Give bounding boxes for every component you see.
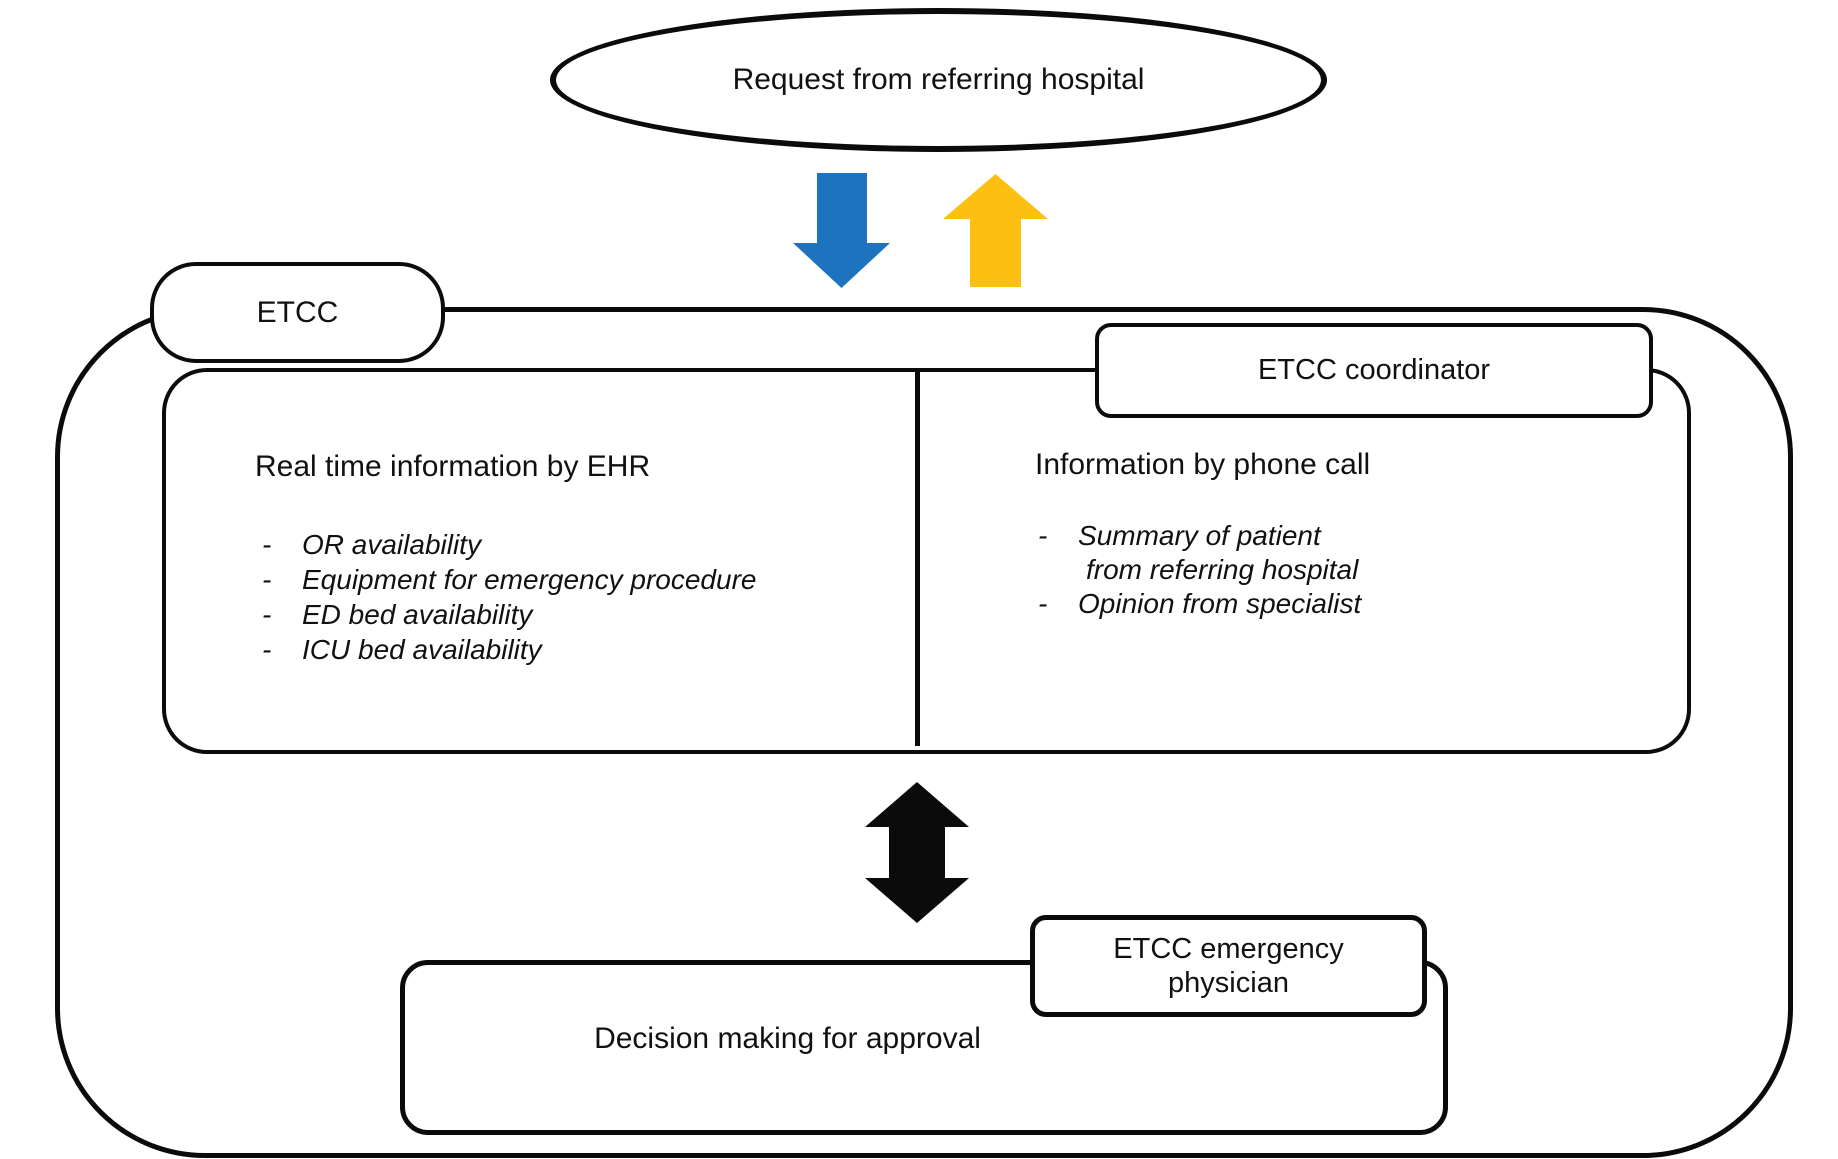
- list-item: - ED bed availability: [262, 597, 756, 632]
- bullet-marker: -: [1038, 520, 1048, 551]
- up-arrow-shape: [943, 174, 1048, 287]
- request-label: Request from referring hospital: [732, 63, 1145, 96]
- phone-column-heading: Information by phone call: [1035, 448, 1371, 481]
- list-item: - Summary of patient from referring hosp…: [1038, 519, 1361, 587]
- list-item-text: Opinion from specialist: [1078, 588, 1362, 619]
- physician-label-line2: physician: [1168, 967, 1289, 999]
- ehr-bullet-list: - OR availability - Equipment for emerge…: [262, 527, 756, 667]
- bidirectional-arrow-icon: [865, 782, 969, 923]
- list-item-text: Summary of patient from referring hospit…: [1078, 519, 1358, 587]
- list-item-text: ED bed availability: [302, 599, 533, 630]
- physician-label-line1: ETCC emergency: [1113, 933, 1344, 965]
- etcc-badge: ETCC: [150, 262, 445, 363]
- list-item-text: OR availability: [302, 529, 481, 560]
- etcc-label: ETCC: [256, 295, 339, 329]
- request-node: Request from referring hospital: [550, 8, 1327, 152]
- information-panel: [162, 368, 1691, 754]
- physician-badge: ETCC emergency physician: [1030, 915, 1427, 1017]
- list-item-line2: from referring hospital: [1086, 554, 1359, 585]
- list-item: - Opinion from specialist: [1038, 587, 1361, 621]
- panel-divider: [915, 368, 920, 746]
- bullet-marker: -: [262, 599, 272, 630]
- phone-bullet-list: - Summary of patient from referring hosp…: [1038, 519, 1361, 621]
- bullet-marker: -: [1038, 588, 1048, 619]
- bullet-marker: -: [262, 529, 272, 560]
- down-arrow-shape: [793, 173, 890, 288]
- list-item-text: Equipment for emergency procedure: [302, 564, 757, 595]
- list-item-text: ICU bed availability: [302, 634, 542, 665]
- coordinator-badge: ETCC coordinator: [1095, 323, 1653, 418]
- list-item-line1: Summary of patient: [1078, 520, 1321, 551]
- bullet-marker: -: [262, 634, 272, 665]
- list-item: - ICU bed availability: [262, 632, 756, 667]
- bullet-marker: -: [262, 564, 272, 595]
- ehr-column-heading: Real time information by EHR: [255, 450, 651, 483]
- coordinator-label: ETCC coordinator: [1257, 354, 1491, 386]
- list-item: - Equipment for emergency procedure: [262, 562, 756, 597]
- list-item: - OR availability: [262, 527, 756, 562]
- bidirectional-arrow-shape: [865, 782, 969, 923]
- up-arrow-icon: [943, 174, 1048, 287]
- down-arrow-icon: [793, 173, 890, 288]
- decision-label: Decision making for approval: [594, 1022, 981, 1055]
